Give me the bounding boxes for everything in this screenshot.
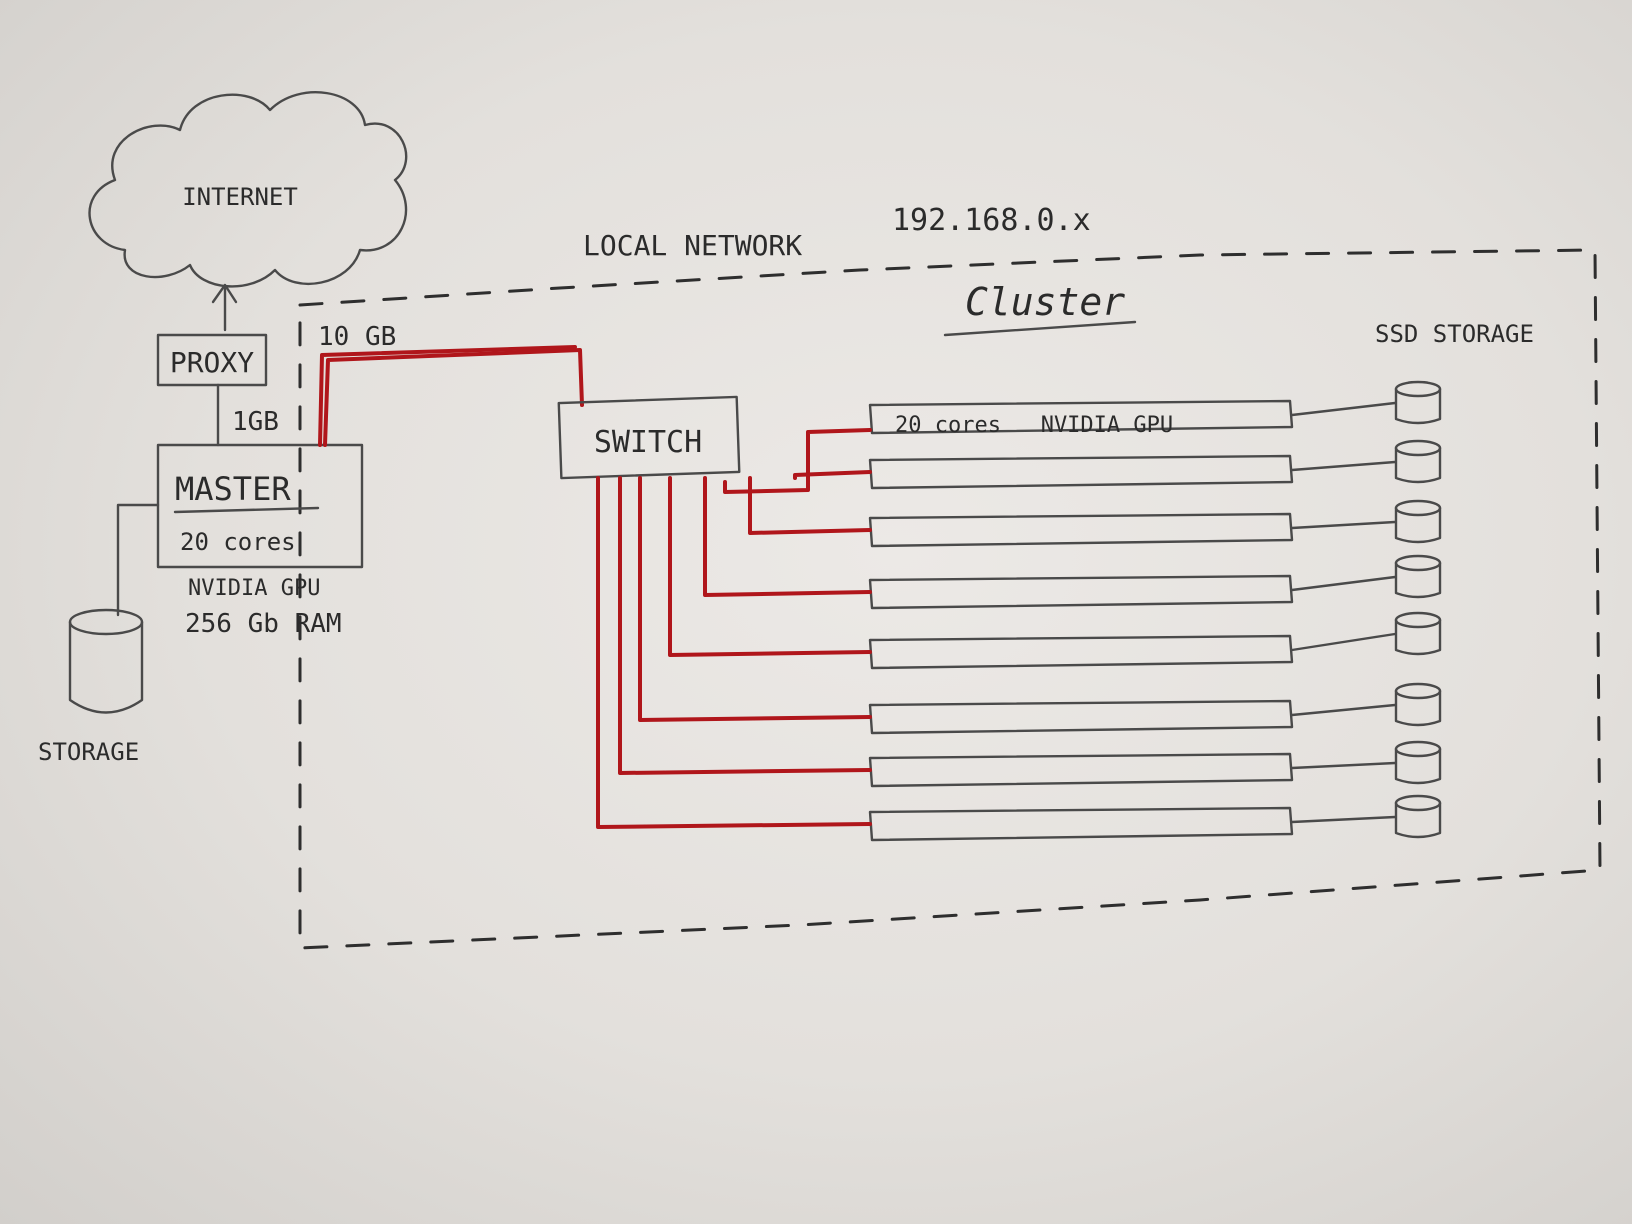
ssd-link (1290, 815, 1397, 824)
ssd-cylinder-icon (1394, 682, 1442, 727)
node-cable (703, 476, 872, 597)
node-1-label: 20 cores NVIDIA GPU (895, 413, 1173, 438)
compute-node (668, 476, 1442, 670)
node-bar (868, 512, 1294, 548)
node-bar (868, 752, 1294, 788)
node-cable (748, 476, 872, 535)
storage-cylinder-icon (68, 608, 144, 714)
master-ram: 256 Gb RAM (185, 609, 342, 639)
ssd-link (1290, 703, 1397, 717)
master-title-underline (173, 506, 320, 514)
compute-node (748, 476, 1442, 548)
compute-node (793, 439, 1442, 490)
switch-box (557, 395, 741, 480)
ssd-cylinder-icon (1394, 380, 1442, 425)
node-bar (868, 699, 1294, 735)
node-cable (793, 470, 872, 480)
node-bar (868, 574, 1294, 610)
proxy-box (156, 333, 268, 387)
uplink-speed: 10 GB (318, 322, 396, 352)
local-network-label: LOCAL NETWORK (583, 229, 802, 262)
master-title: MASTER (175, 470, 291, 508)
internet-label: INTERNET (182, 183, 298, 211)
compute-node (596, 476, 1442, 842)
ssd-cylinder-icon (1394, 554, 1442, 599)
ssd-link (1290, 632, 1397, 652)
proxy-link-speed: 1GB (232, 407, 279, 437)
ssd-cylinder-icon (1394, 439, 1442, 484)
ssd-link (1290, 520, 1397, 530)
ssd-link (1290, 401, 1397, 417)
ssd-cylinder-icon (1394, 740, 1442, 785)
local-network-boundary (298, 248, 1602, 950)
ssd-storage-label: SSD STORAGE (1375, 320, 1534, 348)
ssd-link (1290, 460, 1397, 472)
proxy-label: PROXY (170, 346, 254, 379)
switch-label: SWITCH (594, 425, 702, 460)
ssd-link (1290, 761, 1397, 770)
master-to-storage-line (116, 503, 160, 617)
internet-cloud: INTERNET (88, 91, 408, 288)
ssd-cylinder-icon (1394, 611, 1442, 656)
ssd-link (1290, 575, 1397, 592)
compute-node (638, 476, 1442, 735)
node-bar (868, 634, 1294, 670)
node-bar (868, 454, 1294, 490)
node-cable (596, 476, 872, 829)
cluster-underline (943, 320, 1137, 337)
uplink-cable (323, 348, 584, 447)
compute-nodes (596, 380, 1442, 842)
ssd-cylinder-icon (1394, 499, 1442, 544)
node-bar (868, 806, 1294, 842)
compute-node (703, 476, 1442, 610)
network-address: 192.168.0.x (892, 203, 1091, 238)
node-cable (638, 476, 872, 722)
node-cable (723, 428, 872, 494)
storage-label: STORAGE (38, 738, 139, 766)
master-cores: 20 cores (180, 528, 296, 556)
node-cable (668, 476, 872, 657)
node-cable (618, 476, 872, 775)
compute-node (723, 380, 1442, 494)
node-bar (868, 399, 1294, 435)
master-gpu: NVIDIA GPU (188, 576, 320, 601)
arrow-head-icon (211, 283, 238, 304)
cluster-title: Cluster (965, 280, 1125, 324)
compute-node (618, 476, 1442, 788)
ssd-cylinder-icon (1394, 794, 1442, 839)
